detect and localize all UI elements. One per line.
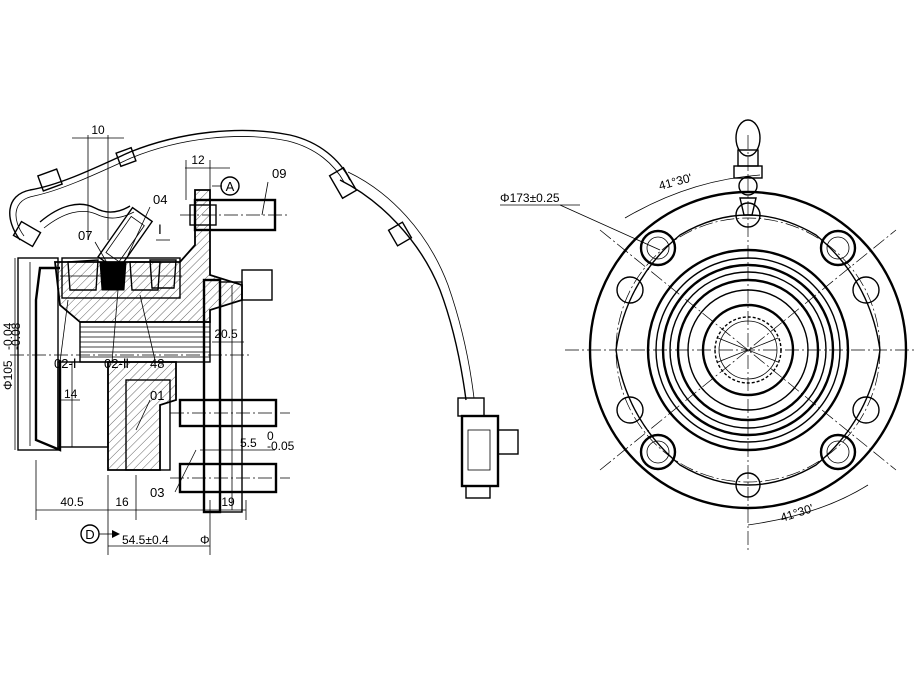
dim-19: 19 xyxy=(221,495,235,509)
label-09: 09 xyxy=(272,166,286,181)
dim-40-5: 40.5 xyxy=(60,495,84,509)
hub-lower xyxy=(107,361,177,471)
front-view: Φ173±0.25 41°30' 41°30' xyxy=(500,119,916,550)
hub-ring-4 xyxy=(669,271,827,429)
side-section-view: A D 10 12 20.5 5.5 0 -0.05 40.5 16 19 54… xyxy=(1,123,519,555)
outer-ring xyxy=(17,257,59,451)
dim-105-tol-lower: -0.08 xyxy=(9,322,23,350)
dim-5-5-tol-upper: 0 xyxy=(267,429,274,443)
dim-54-5: 54.5±0.4 xyxy=(122,533,169,547)
flange-outer xyxy=(588,190,908,510)
label-02-2: 02-Ⅱ xyxy=(104,356,129,371)
cable-clip-mid xyxy=(115,146,137,168)
hub-ring-3 xyxy=(661,263,835,437)
hub-ring-6 xyxy=(687,289,809,411)
label-04: 04 xyxy=(153,192,167,207)
dim-10: 10 xyxy=(91,123,105,137)
dim-12: 12 xyxy=(191,153,205,167)
dim-105: Φ105 xyxy=(1,360,15,390)
label-03: 03 xyxy=(150,485,164,500)
bearing-outer xyxy=(61,257,181,299)
dim-54-5-phi: Φ xyxy=(200,533,210,547)
cable-clip-left xyxy=(36,168,64,192)
datum-d-label: D xyxy=(85,527,94,542)
dim-105-tol-upper: -0.04 xyxy=(1,322,15,350)
label-07: 07 xyxy=(78,228,92,243)
spline-bore xyxy=(714,316,782,384)
inner-ring-lower xyxy=(57,361,109,448)
sensor-cable-inner xyxy=(15,136,345,237)
hub-ring-1 xyxy=(646,248,850,452)
dim-14: 14 xyxy=(64,387,78,401)
label-01: 01 xyxy=(150,388,164,403)
sensor-cable xyxy=(9,129,351,241)
label-48: 48 xyxy=(150,356,164,371)
hub-ring-2 xyxy=(655,257,841,443)
sensor-connector xyxy=(457,397,519,499)
datum-a-circle xyxy=(220,176,240,196)
cable-clip-left-2 xyxy=(12,220,42,248)
datum-a-label: A xyxy=(226,179,235,194)
front-sensor xyxy=(733,119,763,216)
dim-5-5-tol-lower: -0.05 xyxy=(267,439,295,453)
label-02-1: 02-Ⅰ xyxy=(54,356,77,371)
dim-16: 16 xyxy=(115,495,129,509)
dim-173: Φ173±0.25 xyxy=(500,191,560,205)
hub-ring-7 xyxy=(701,303,795,397)
connector-cable-inner xyxy=(347,171,475,399)
flange-contour xyxy=(615,214,881,486)
cable-grommet xyxy=(328,166,358,200)
hub-ring-5 xyxy=(676,278,820,422)
cable-grommet-2 xyxy=(387,221,413,247)
label-detail-i: Ⅰ xyxy=(158,222,162,237)
sensor-wire-bundle xyxy=(39,203,131,223)
knuckle-inner xyxy=(34,266,62,452)
dim-20-5: 20.5 xyxy=(214,327,238,341)
spline-lines xyxy=(80,326,210,358)
connector-cable xyxy=(339,179,467,401)
dim-5-5: 5.5 xyxy=(240,436,257,450)
